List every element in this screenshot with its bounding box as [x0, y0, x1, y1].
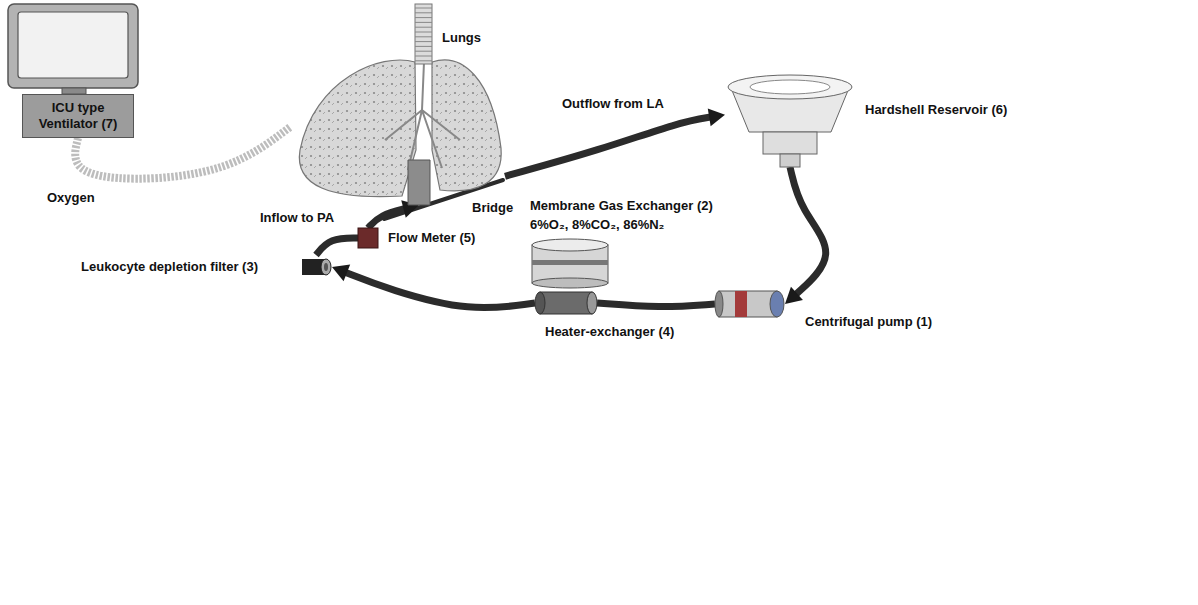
perfusion-tube — [316, 238, 358, 255]
part-name: Membrane Gas Exchanger (2) — [530, 198, 713, 214]
part-name: Hardshell Reservoir (6) — [865, 102, 1007, 118]
ventilator-box: ICU type Ventilator (7) — [22, 94, 134, 138]
bronchi — [385, 62, 460, 170]
membrane-oxygenator: Membrane Gas Exchanger (2)6%O₂, 8%CO₂, 8… — [530, 238, 610, 288]
arrowhead — [708, 108, 725, 126]
part-name: Centrifugal pump (1) — [805, 314, 932, 330]
filter-face — [321, 259, 331, 275]
centrifugal-pump-shape — [715, 288, 785, 320]
monitor-housing — [8, 4, 138, 88]
part-name: ICU type Ventilator (7) — [27, 100, 129, 132]
heater-exchanger: Heater-exchanger (4) — [535, 290, 597, 316]
gas-mix: 6%O₂, 8%CO₂, 86%N₂ — [530, 217, 664, 233]
oxygenator-base — [532, 278, 608, 288]
filter-port — [324, 263, 328, 271]
pump-inlet — [770, 291, 784, 317]
reservoir-outlet — [780, 154, 800, 167]
heater-end — [535, 292, 545, 314]
pump-body — [719, 291, 777, 317]
reservoir-neck — [763, 132, 817, 154]
leukocyte-filter-shape — [300, 255, 332, 279]
reservoir-opening — [750, 80, 830, 94]
arrowhead — [785, 287, 803, 304]
pump-band — [735, 291, 747, 317]
reservoir-rim — [728, 75, 852, 99]
flow-meter-shape — [358, 228, 378, 248]
heater-exchanger-shape — [535, 290, 597, 316]
flow-meter: Flow Meter (5) — [358, 228, 378, 248]
perfusion-tube — [597, 303, 715, 307]
reservoir: Hardshell Reservoir (6) — [725, 72, 855, 167]
tube-label: Inflow to PA — [258, 210, 336, 226]
membrane-oxygenator-shape — [530, 238, 610, 288]
perfusion-tube — [343, 271, 535, 307]
heater-end — [587, 292, 597, 314]
tube-label: Outflow from LA — [560, 96, 666, 112]
perfusion-tube — [505, 117, 713, 177]
centrifugal-pump: Centrifugal pump (1) — [715, 288, 785, 320]
pump-end — [715, 291, 723, 317]
part-name: Heater-exchanger (4) — [545, 324, 674, 340]
leukocyte-filter: Leukocyte depletion filter (3) — [300, 255, 332, 279]
vessel-stump — [408, 160, 430, 205]
lungs-organ: Lungs — [290, 0, 505, 205]
flow-meter-body — [358, 228, 378, 248]
reservoir-shape — [725, 72, 855, 167]
part-label: Bridge — [470, 200, 515, 216]
oxygenator-lid — [532, 239, 608, 251]
part-name: Lungs — [442, 30, 481, 46]
heater-body — [540, 292, 592, 314]
arrowhead — [332, 265, 350, 282]
perfusion-tube — [368, 208, 407, 228]
part-name: Leukocyte depletion filter (3) — [81, 259, 258, 275]
monitor-screen — [18, 12, 128, 78]
oxygenator-band — [532, 260, 608, 265]
trachea-rings — [415, 8, 432, 61]
part-name: Flow Meter (5) — [388, 230, 475, 246]
trachea — [415, 4, 432, 64]
tube-label: Oxygen — [45, 190, 97, 206]
perfusion-tube — [790, 167, 826, 296]
